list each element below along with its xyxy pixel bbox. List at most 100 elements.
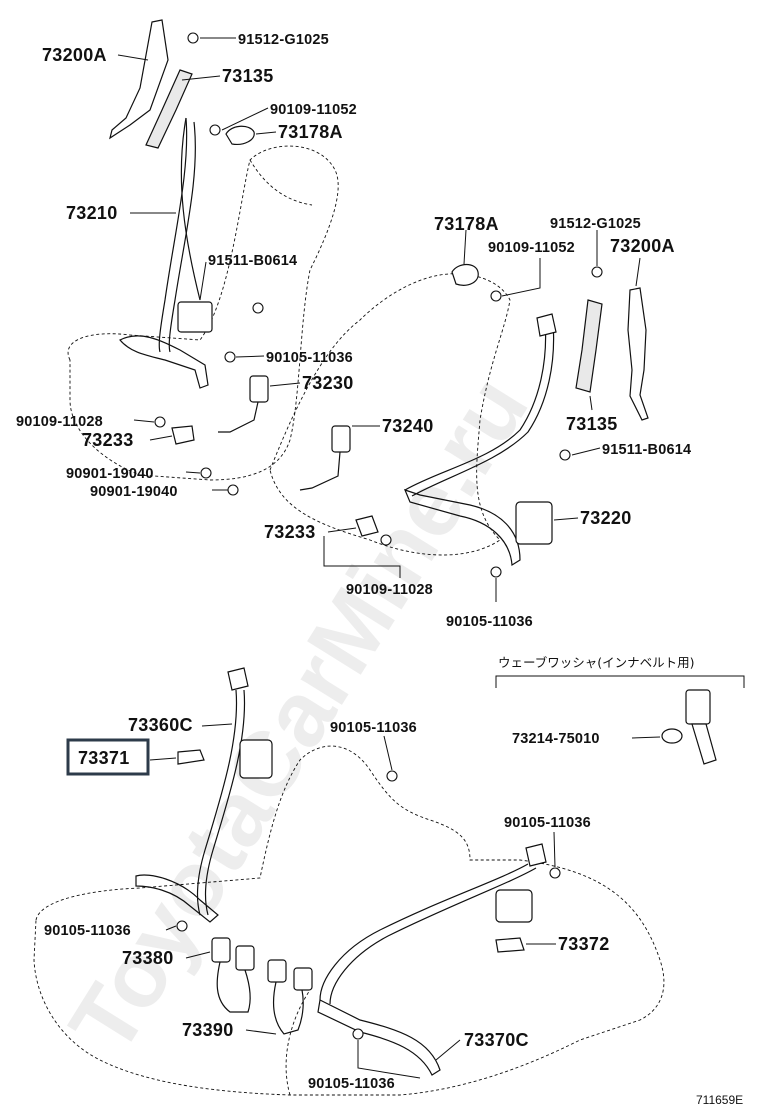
belt-guide-top-right — [536, 313, 557, 337]
label-73372: 73372 — [558, 934, 610, 954]
part-73233-right — [355, 515, 379, 537]
bolt-90105-left — [224, 351, 236, 363]
label-91511-right: 91511-B0614 — [602, 442, 691, 458]
leader-73200A-right — [635, 257, 641, 287]
retractor-73220 — [515, 501, 553, 545]
belt-73210-b — [168, 121, 196, 353]
label-91512-right: 91512-G1025 — [550, 216, 641, 232]
belt-anchor-73360C — [135, 874, 219, 923]
retractor-73210 — [177, 301, 213, 333]
bolt-90105-d — [549, 867, 561, 879]
bolt-90109-11052-left — [209, 124, 221, 136]
leader-73360C — [201, 723, 233, 727]
bolt-91512-left — [187, 32, 199, 44]
leader-91511-left — [199, 261, 207, 301]
front-seat-left: 73200A 91512-G1025 73135 90109-11052 731… — [16, 19, 357, 500]
part-73372 — [495, 937, 525, 953]
label-73230: 73230 — [302, 373, 354, 393]
part-73200A-left — [109, 19, 169, 140]
part-73178A-left — [225, 125, 255, 145]
seat-outline — [67, 145, 339, 481]
belt-anchor-left — [119, 335, 209, 389]
buckle-73390-b — [293, 967, 313, 991]
bolt-90901-a — [200, 467, 212, 479]
leader-73390 — [245, 1029, 277, 1035]
part-73371 — [177, 749, 205, 765]
leader-90105-e — [165, 925, 177, 931]
part-73135-left — [145, 69, 193, 149]
buckle-73380-b — [235, 945, 255, 971]
part-73370C-top — [525, 843, 547, 867]
label-90109-11028-right: 90109-11028 — [346, 582, 433, 598]
leader-73220 — [553, 517, 579, 521]
buckle-73240-strap — [299, 451, 341, 491]
belt-73220-a — [404, 319, 547, 491]
label-73233-left: 73233 — [82, 430, 134, 450]
buckle-73380-strap — [216, 961, 251, 1013]
label-73135-left: 73135 — [222, 66, 274, 86]
leader-73135-right — [589, 395, 593, 411]
belt-anchor-right — [403, 489, 521, 567]
label-73370C: 73370C — [464, 1030, 529, 1050]
label-73214: 73214-75010 — [512, 731, 600, 747]
belt-anchor-73370C — [317, 999, 441, 1076]
buckle-73230 — [249, 375, 269, 403]
leader-73370C — [435, 1039, 461, 1061]
label-90109-11052-left: 90109-11052 — [270, 102, 357, 118]
inset-wave-washer: ウェーブワッシャ(インナベルト用) 73214-75010 — [495, 655, 745, 765]
leader-90105-c — [383, 735, 393, 771]
bolt-90105-c — [386, 770, 398, 782]
belt-73220-b — [411, 321, 555, 497]
bolt-90105-e — [176, 920, 188, 932]
part-73233-left — [171, 425, 195, 445]
label-73220: 73220 — [580, 508, 632, 528]
label-73380: 73380 — [122, 948, 174, 968]
inset-title: ウェーブワッシャ(インナベルト用) — [498, 655, 695, 670]
belt-73360C-a — [196, 689, 238, 916]
leader-73178A-left — [255, 131, 277, 135]
label-73210: 73210 — [66, 203, 118, 223]
headrest-outline — [249, 159, 313, 206]
label-73135-right: 73135 — [566, 414, 618, 434]
label-90109-11028-left: 90109-11028 — [16, 414, 103, 430]
leader-73214 — [631, 736, 661, 739]
part-73178A-right — [451, 263, 479, 286]
belt-73210-a — [158, 117, 188, 353]
leader-73371 — [149, 757, 177, 761]
belt-73370C-b — [329, 867, 537, 1005]
leader-73233-left — [149, 435, 173, 441]
bolt-90109-11028-left — [154, 416, 166, 428]
leader-90105-left — [235, 355, 265, 358]
label-73371: 73371 — [78, 748, 130, 768]
label-90105-right: 90105-11036 — [446, 614, 533, 630]
buckle-73240 — [331, 425, 351, 453]
label-91512-left: 91512-G1025 — [238, 32, 329, 48]
label-90901-a: 90901-19040 — [66, 466, 154, 482]
belt-73370C-a — [319, 863, 529, 1001]
belt-73210-c — [180, 117, 201, 301]
inset-buckle — [685, 689, 711, 725]
leader-90109-11052-right — [501, 258, 541, 297]
buckle-73390-strap — [273, 981, 304, 1035]
label-90109-11052-right: 90109-11052 — [488, 240, 575, 256]
label-90105-f: 90105-11036 — [308, 1076, 395, 1092]
part-73135-right — [575, 299, 603, 393]
part-73200A-right — [627, 287, 649, 421]
bolt-90109-11052-right — [490, 290, 502, 302]
buckle-73390-a — [267, 959, 287, 983]
buckle-73380-a — [211, 937, 231, 963]
leader-73380 — [185, 951, 211, 959]
leader-73135-left — [181, 75, 221, 81]
label-73178A-right: 73178A — [434, 214, 499, 234]
rear-seat: 73360C 90105-11036 73371 90105-11036 901… — [33, 667, 665, 1096]
leader-91511-right — [571, 447, 601, 456]
label-73200A-left: 73200A — [42, 45, 107, 65]
label-90901-b: 90901-19040 — [90, 484, 178, 500]
leader-73200A-left — [117, 54, 149, 61]
bolt-90105-f — [352, 1028, 364, 1040]
leader-90105-f — [357, 1040, 421, 1079]
figure-id: 711659E — [696, 1093, 743, 1107]
part-73360C-top — [227, 667, 249, 691]
leader-90901-a — [185, 471, 201, 474]
